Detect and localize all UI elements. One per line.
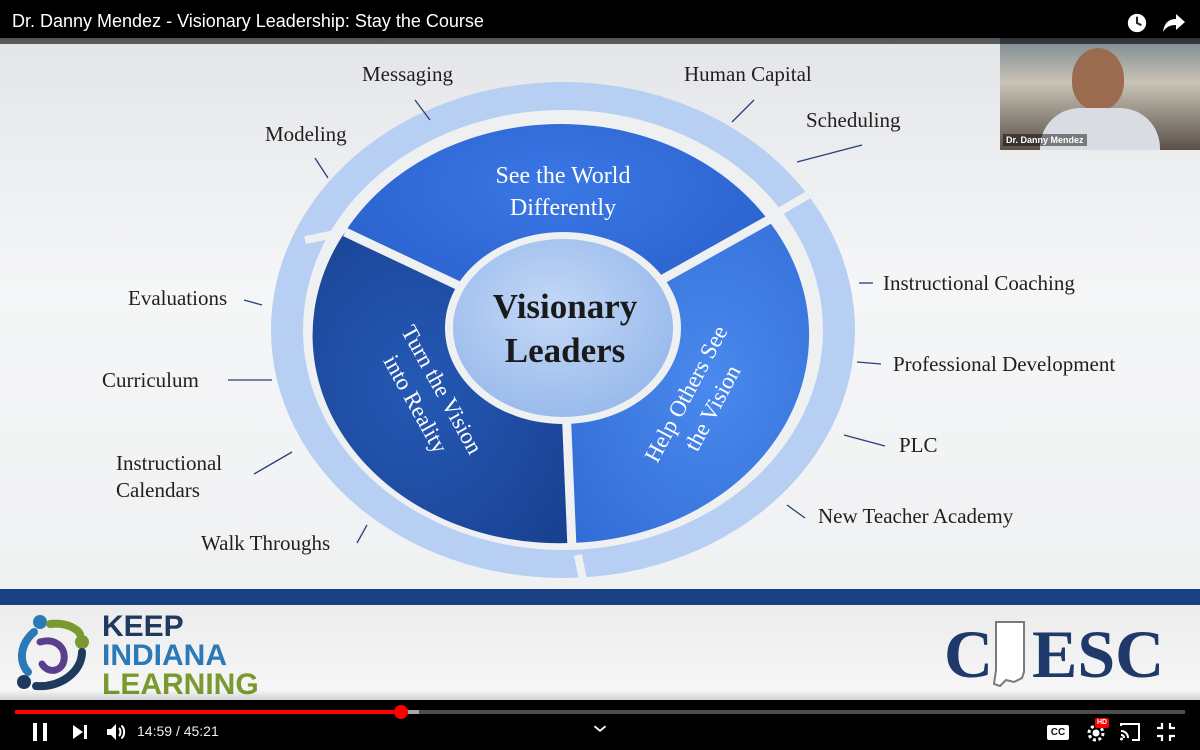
time-display: 14:59 / 45:21: [137, 723, 219, 739]
label-instructional-calendars-line1: Instructional: [116, 451, 223, 475]
time-separator: /: [175, 723, 180, 739]
played-bar: [15, 710, 402, 714]
share-icon[interactable]: [1162, 12, 1186, 34]
exit-fullscreen-icon[interactable]: [1154, 720, 1178, 744]
keep-indiana-learning-logo: KEEP INDIANA LEARNING: [10, 612, 280, 702]
label-professional-development: Professional Development: [893, 352, 1116, 376]
center-line1: Visionary: [493, 287, 638, 326]
label-human-capital: Human Capital: [684, 62, 812, 86]
chevron-up-icon[interactable]: [589, 718, 611, 740]
label-evaluations: Evaluations: [128, 286, 228, 310]
indiana-state-icon: [992, 621, 1025, 688]
leader-lines: [228, 99, 886, 544]
presenter-name: Dr. Danny Mendez: [1003, 134, 1087, 146]
current-time: 14:59: [137, 723, 173, 739]
label-scheduling: Scheduling: [806, 108, 901, 132]
watch-later-icon[interactable]: [1126, 12, 1148, 34]
presenter-shirt: [1040, 108, 1160, 150]
visionary-leaders-diagram: See the World Differently Turn the Visio…: [228, 82, 886, 581]
ciesc-letters-esc: ESC: [1032, 616, 1165, 692]
label-messaging: Messaging: [362, 62, 453, 86]
label-curriculum: Curriculum: [102, 368, 199, 392]
logo-word-keep: KEEP: [102, 610, 184, 643]
label-modeling: Modeling: [265, 122, 347, 146]
banner-stripe: [0, 589, 1200, 605]
captions-label: CC: [1047, 725, 1069, 740]
gear-icon: [1087, 724, 1105, 742]
scrubber-handle[interactable]: [394, 705, 409, 719]
next-icon[interactable]: [68, 720, 92, 744]
volume-icon[interactable]: [104, 720, 128, 744]
title-bar: Dr. Danny Mendez - Visionary Leadership:…: [0, 0, 1200, 44]
center-line2: Leaders: [505, 331, 626, 370]
presenter-silhouette: [1072, 48, 1124, 110]
label-instructional-coaching: Instructional Coaching: [883, 271, 1075, 295]
ciesc-letter-c: C: [944, 616, 994, 692]
center-circle: [453, 239, 673, 417]
segment-see-the-world: [345, 123, 768, 335]
settings-icon[interactable]: HD: [1084, 718, 1110, 744]
captions-icon[interactable]: CC: [1046, 720, 1070, 744]
duration: 45:21: [183, 723, 219, 739]
label-instructional-calendars-line2: Calendars: [116, 478, 200, 502]
logo-word-indiana: INDIANA: [102, 639, 227, 672]
ciesc-logo: C ESC: [940, 618, 1190, 690]
ring-separator-top-right: [762, 191, 811, 224]
presenter-webcam: Dr. Danny Mendez: [1000, 38, 1200, 150]
label-walk-throughs: Walk Throughs: [201, 531, 331, 555]
people-circle-icon: [17, 615, 89, 691]
controls-gradient: [0, 690, 1200, 750]
pause-icon[interactable]: [28, 720, 52, 744]
ring-separator-bottom: [574, 554, 587, 581]
cast-icon[interactable]: [1118, 720, 1142, 744]
label-plc: PLC: [899, 433, 938, 457]
top-segment-line1: See the World: [496, 163, 631, 189]
label-new-teacher-academy: New Teacher Academy: [818, 504, 1014, 528]
hd-badge: HD: [1095, 718, 1110, 728]
top-segment-line2: Differently: [510, 195, 616, 221]
ring-separator-left: [304, 228, 346, 244]
progress-bar[interactable]: [15, 705, 1185, 719]
video-title[interactable]: Dr. Danny Mendez - Visionary Leadership:…: [12, 11, 484, 31]
